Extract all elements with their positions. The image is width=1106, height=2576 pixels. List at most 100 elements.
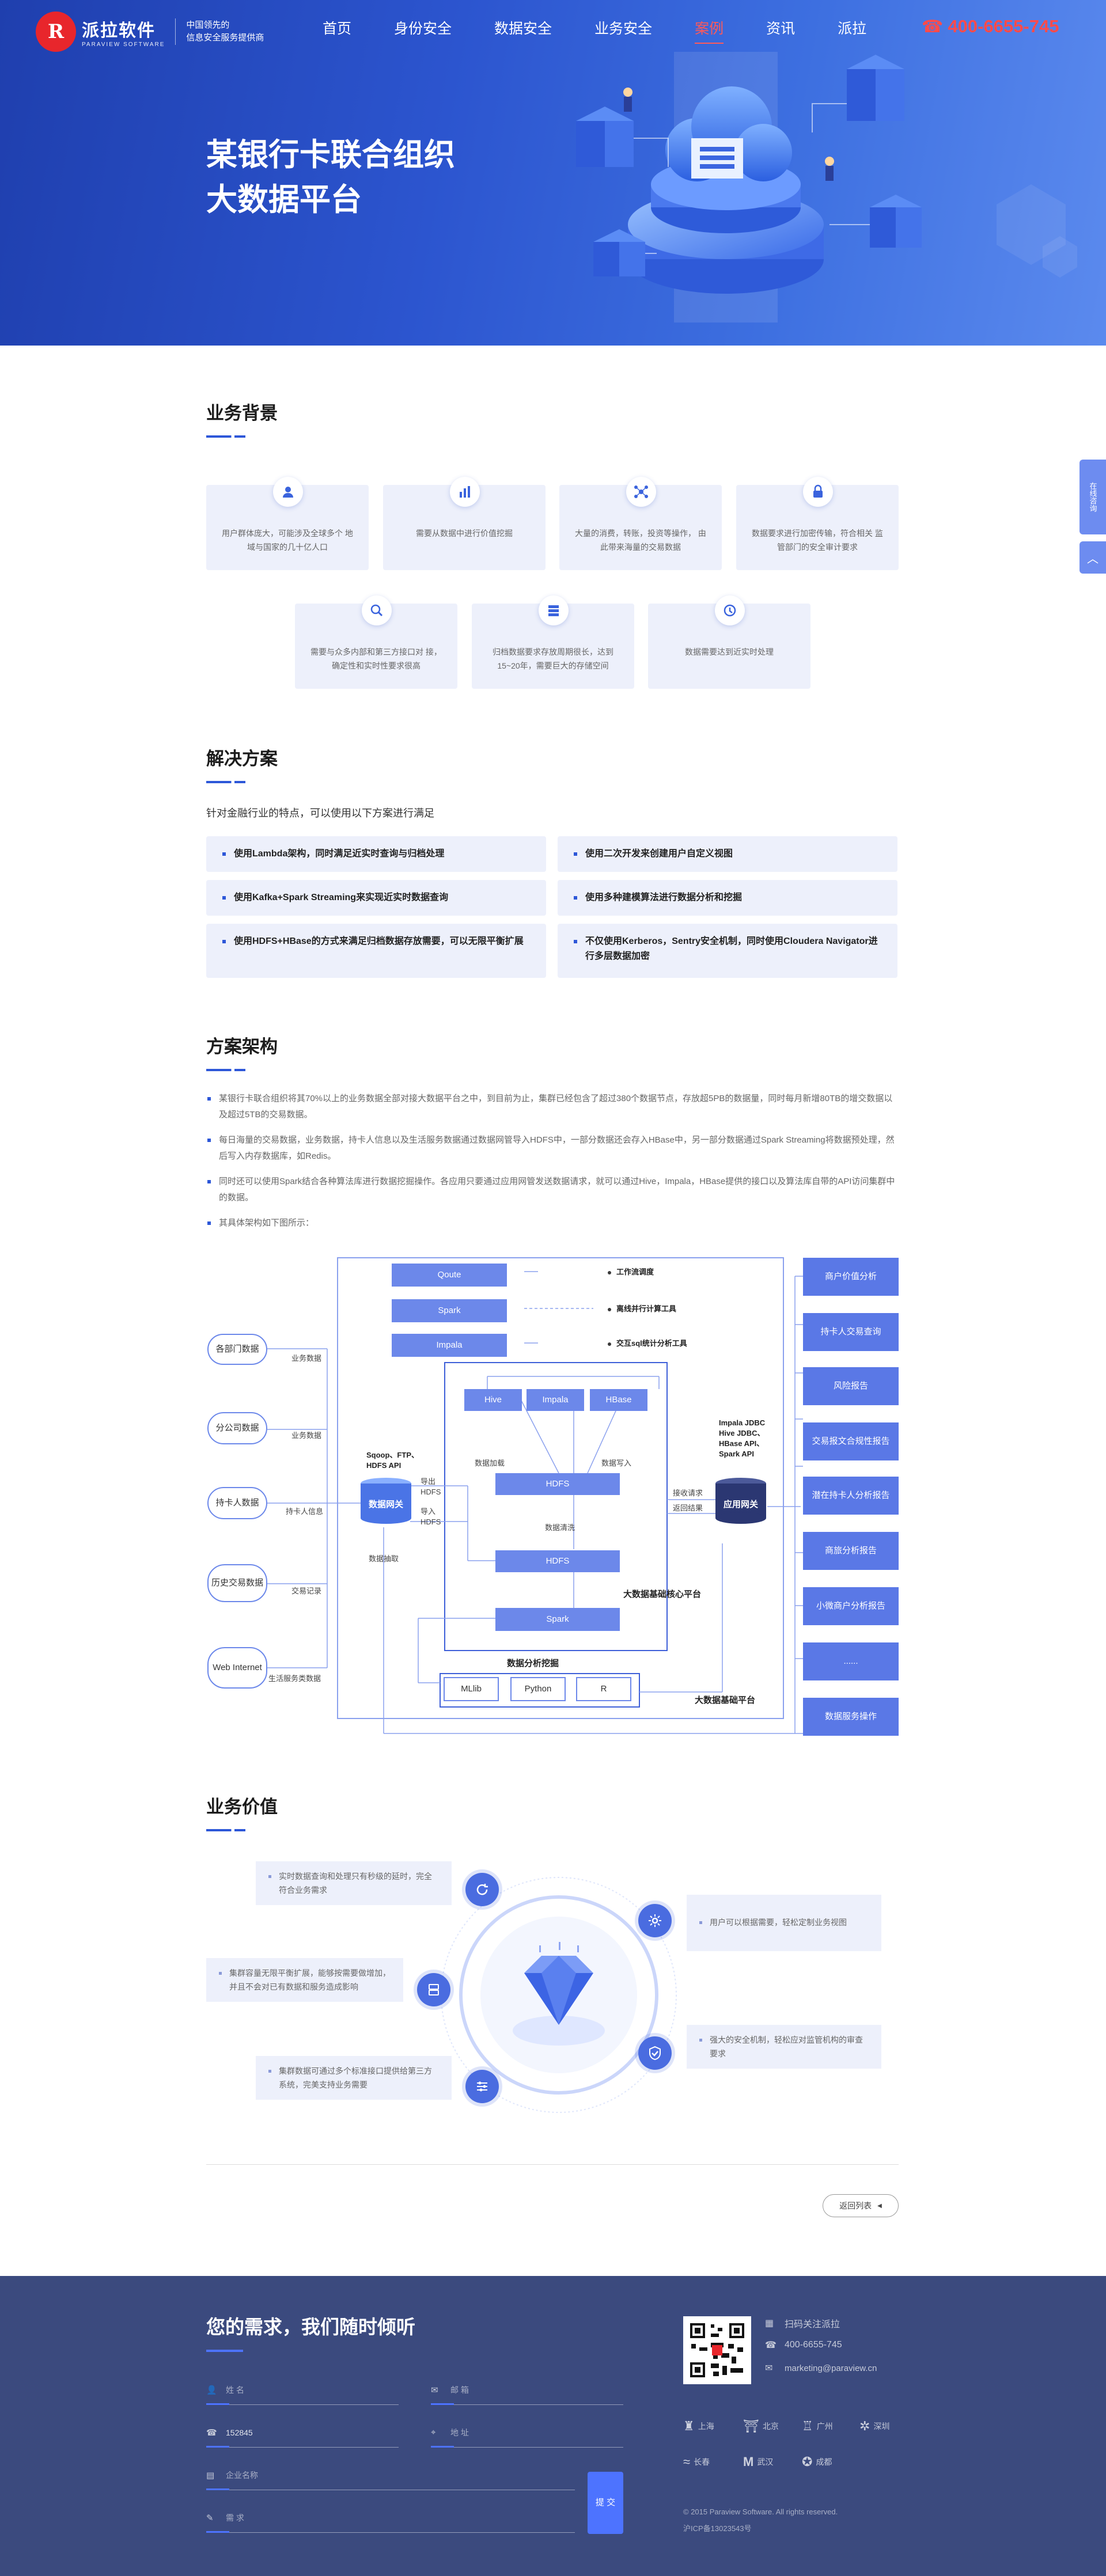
bar-chart-icon: [450, 477, 480, 507]
tool-impala: Impala: [392, 1334, 507, 1357]
menu-paraview[interactable]: 派拉: [838, 21, 867, 37]
data-gateway-protocols: Sqoop、FTP、HDFS API: [366, 1451, 419, 1470]
value-item: 用户可以根据需要，轻松定制业务视图: [687, 1895, 881, 1951]
city-chengdu[interactable]: ✪成都: [802, 2454, 832, 2469]
building-icon: ▤: [206, 2470, 215, 2480]
qr-scan-icon: ▦: [765, 2319, 774, 2328]
section-underline: [206, 1069, 245, 1071]
email-field[interactable]: ✉邮 箱: [431, 2375, 623, 2405]
users-icon: [273, 477, 303, 507]
server-icon: [417, 1973, 450, 2006]
section-title-solution: 解决方案: [206, 749, 278, 769]
back-to-list-button[interactable]: 返回列表◀: [823, 2194, 899, 2217]
hero-title: 某银行卡联合组织 大数据平台: [206, 138, 455, 217]
label-business: 业务数据: [291, 1354, 322, 1363]
output-data-service: 数据服务操作: [803, 1698, 899, 1736]
mining-title: 数据分析挖掘: [507, 1659, 559, 1668]
network-icon: [626, 477, 656, 507]
mail-icon: ✉: [765, 2363, 773, 2373]
tower-icon: ♜: [683, 2419, 695, 2433]
menu-cases[interactable]: 案例: [695, 17, 724, 44]
architecture-paragraph: 某银行卡联合组织将其70%以上的业务数据全部对接大数据平台之中，到目前为止，集群…: [206, 1091, 897, 1123]
menu-news[interactable]: 资讯: [766, 21, 796, 37]
city-beijing[interactable]: ⛩北京: [743, 2419, 779, 2433]
footer-title: 您的需求，我们随时倾听: [206, 2316, 415, 2338]
output-cardholder-query: 持卡人交易查询: [803, 1313, 899, 1351]
app-gateway-apis: Impala JDBC Hive JDBC、HBase API、Spark AP…: [719, 1418, 766, 1458]
section-title-value: 业务价值: [206, 1797, 278, 1817]
logo-english: PARAVIEW SOFTWARE: [82, 41, 165, 48]
source-department: 各部门数据: [207, 1334, 267, 1365]
city-changchun[interactable]: ≈长春: [683, 2454, 710, 2469]
output-risk: 风险报告: [803, 1367, 899, 1405]
label-load: 数据加载: [475, 1459, 505, 1467]
copyright: © 2015 Paraview Software. All rights res…: [683, 2507, 838, 2516]
hero-banner: R 派拉软件 PARAVIEW SOFTWARE 中国领先的 信息安全服务提供商…: [0, 0, 1106, 346]
online-consult-tab[interactable]: 在线咨询: [1080, 460, 1106, 534]
bird-icon: ✪: [802, 2454, 813, 2469]
requirement-field[interactable]: ✎需 求: [206, 2503, 575, 2533]
background-card: 数据需要达到近实时处理: [648, 595, 810, 689]
value-item: 强大的安全机制，轻松应对监管机构的审查要求: [687, 2025, 881, 2069]
mail-info[interactable]: ✉marketing@paraview.cn: [765, 2363, 877, 2374]
core-hdfs-bottom: HDFS: [495, 1550, 620, 1572]
city-shanghai[interactable]: ♜上海: [683, 2419, 714, 2433]
label-export: 导出HDFS: [421, 1477, 441, 1496]
output-merchant-value: 商户价值分析: [803, 1258, 899, 1296]
shield-check-icon: [638, 2036, 672, 2070]
value-item: 集群容量无限平衡扩展，能够按需要做增加，并且不会对已有数据和服务造成影响: [206, 1958, 403, 2002]
location-icon: ⌖: [431, 2427, 436, 2437]
phone-icon: ☎: [922, 17, 944, 36]
city-shenzhen[interactable]: ✲深圳: [859, 2419, 890, 2433]
tel-info[interactable]: ☎400-6655-745: [765, 2340, 842, 2350]
note-offline: 离线并行计算工具: [616, 1304, 677, 1313]
mail-icon: ✉: [431, 2385, 438, 2395]
core-platform-title: 大数据基础核心平台: [623, 1589, 702, 1599]
name-field[interactable]: 👤姓 名: [206, 2375, 399, 2405]
database-icon: [539, 595, 569, 625]
solution-item: 不仅使用Kerberos，Sentry安全机制，同时使用Cloudera Nav…: [558, 924, 897, 978]
menu-business-security[interactable]: 业务安全: [594, 21, 653, 37]
menu-data-security[interactable]: 数据安全: [494, 21, 552, 37]
output-travel: 商旅分析报告: [803, 1532, 899, 1570]
menu-identity-security[interactable]: 身份安全: [394, 21, 452, 37]
city-guangzhou[interactable]: ♖广州: [802, 2419, 833, 2433]
app-gateway-label: 应用网关: [723, 1500, 758, 1509]
logo[interactable]: R 派拉软件 PARAVIEW SOFTWARE 中国领先的 信息安全服务提供商: [36, 12, 264, 52]
top-navigation: R 派拉软件 PARAVIEW SOFTWARE 中国领先的 信息安全服务提供商…: [0, 0, 1106, 58]
background-card: 需要从数据中进行价值挖掘: [383, 477, 546, 570]
background-card: 需要与众多内部和第三方接口对 接，确定性和实时性要求很高: [295, 595, 457, 689]
output-small-merchant: 小微商户分析报告: [803, 1587, 899, 1625]
core-hdfs-top: HDFS: [495, 1473, 620, 1495]
core-spark: Spark: [495, 1608, 620, 1631]
phone-field[interactable]: ☎152845: [206, 2418, 399, 2448]
note-sql: 交互sql统计分析工具: [616, 1339, 687, 1348]
arrow-left-icon: ◀: [877, 2202, 882, 2209]
solution-intro: 针对金融行业的特点，可以使用以下方案进行满足: [206, 807, 434, 819]
tool-qoute: Qoute: [392, 1264, 507, 1287]
back-to-top-button[interactable]: ︿: [1080, 541, 1106, 574]
menu-home[interactable]: 首页: [323, 21, 352, 37]
submit-button[interactable]: 提 交: [588, 2472, 623, 2534]
data-gateway-label: 数据网关: [368, 1500, 403, 1509]
label-trade: 交易记录: [291, 1587, 322, 1595]
address-field[interactable]: ⌖地 址: [431, 2418, 623, 2448]
source-web: Web Internet: [207, 1647, 267, 1689]
m-icon: M: [743, 2454, 754, 2469]
settings-icon: [638, 1904, 672, 1937]
architecture-paragraph: 每日海量的交易数据，业务数据，持卡人信息以及生活服务数据通过数据网管导入HDFS…: [206, 1132, 897, 1164]
label-write: 数据写入: [601, 1459, 632, 1467]
output-compliance: 交易报文合规性报告: [803, 1422, 899, 1460]
diagram-lines: [267, 1257, 803, 1734]
icp-number[interactable]: 沪ICP备13023543号: [683, 2524, 752, 2533]
user-icon: 👤: [206, 2385, 217, 2395]
section-underline: [206, 781, 245, 783]
section-underline: [206, 1829, 245, 1831]
company-field[interactable]: ▤企业名称: [206, 2460, 575, 2490]
value-item: 实时数据查询和处理只有秒级的延时，完全符合业务需求: [256, 1861, 452, 1905]
divider: [206, 2164, 899, 2165]
hotline[interactable]: ☎ 400-6655-745: [922, 16, 1059, 36]
label-clean: 数据清洗: [545, 1523, 575, 1532]
refresh-icon: [465, 1873, 499, 1906]
